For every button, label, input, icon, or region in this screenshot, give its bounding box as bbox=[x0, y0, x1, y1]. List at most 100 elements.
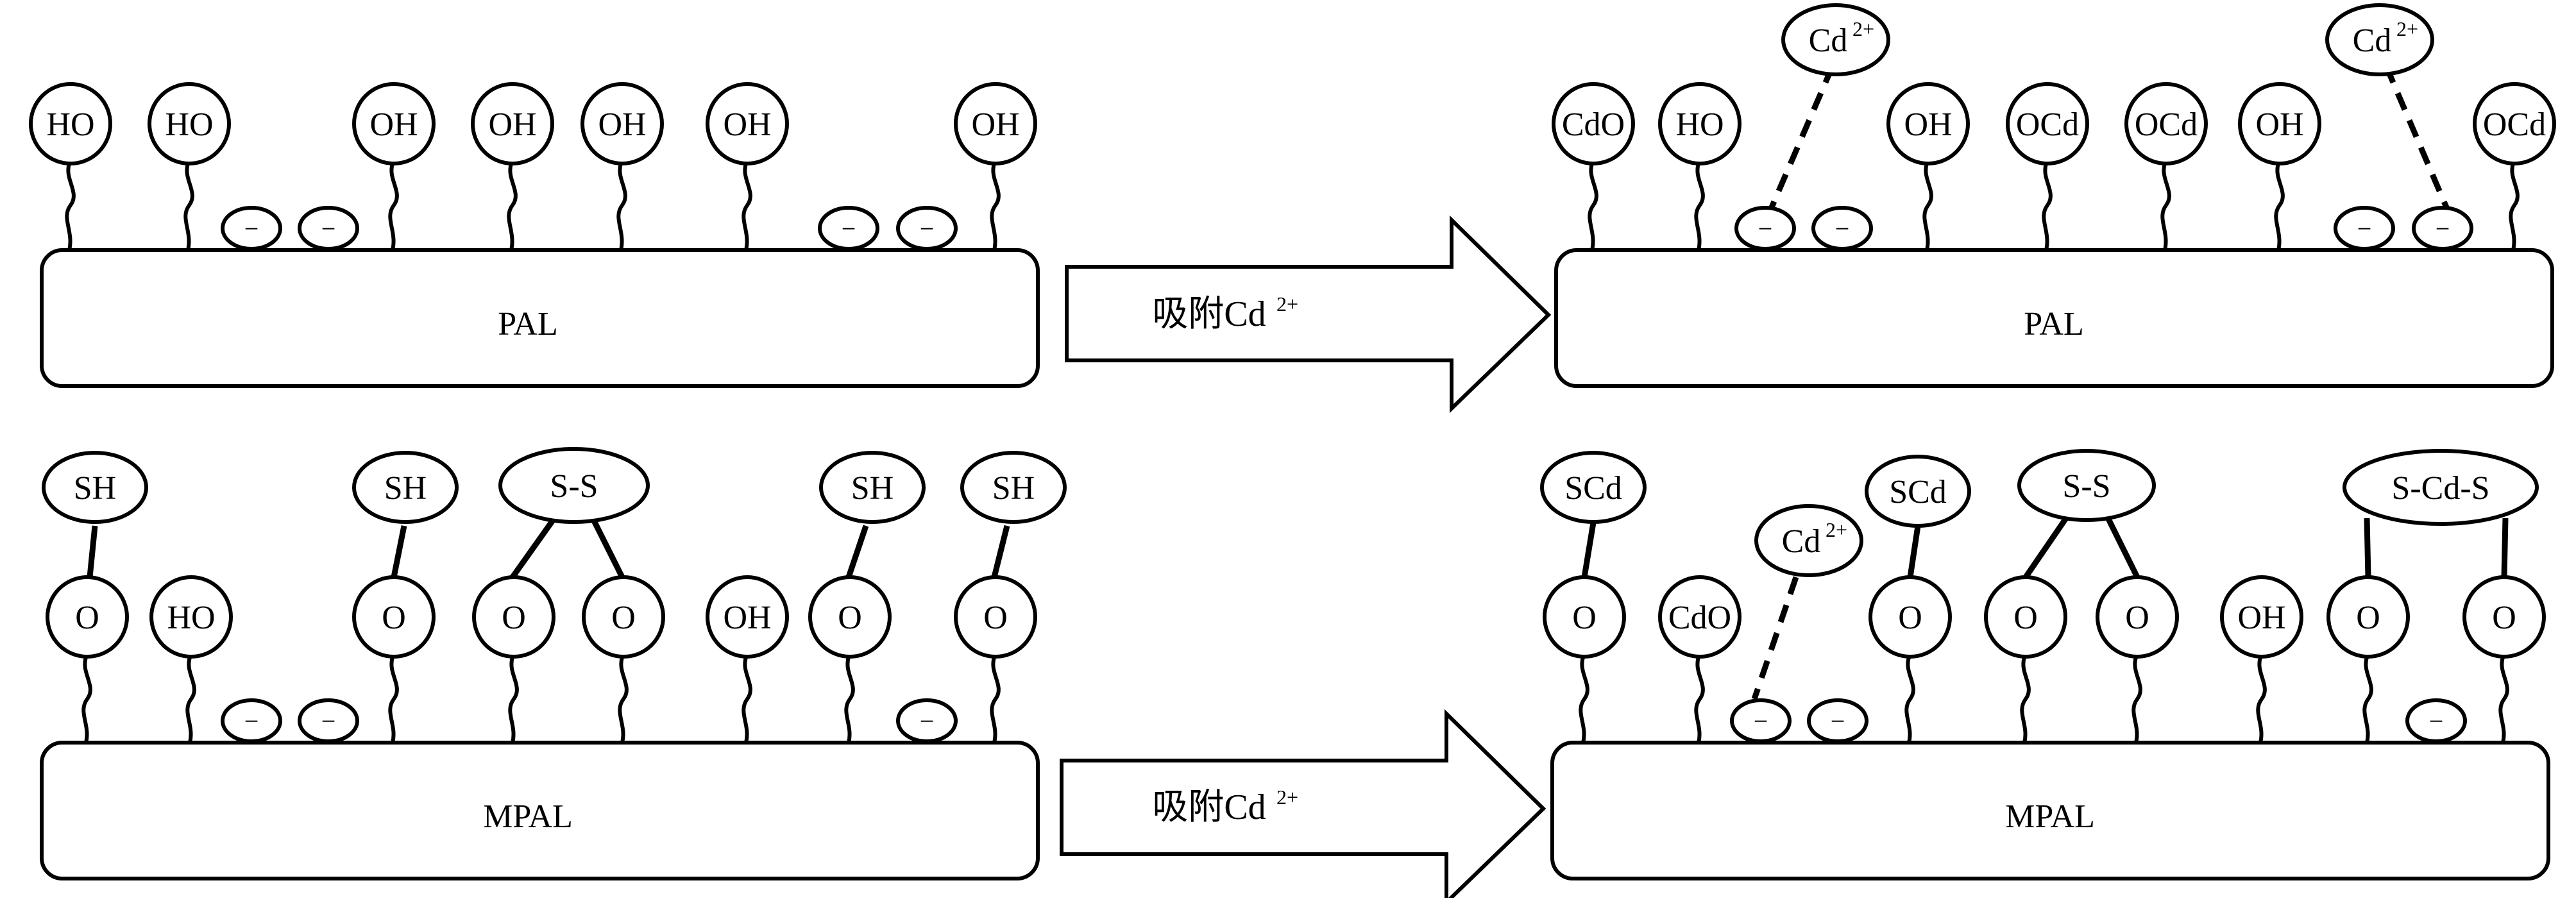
mpal-after-panel bbox=[1540, 449, 2550, 880]
group-circle bbox=[2220, 575, 2303, 659]
stem bbox=[81, 657, 92, 743]
group-label: OH bbox=[1904, 106, 1952, 143]
stem bbox=[183, 163, 194, 251]
cadmium-ion-label: Cd bbox=[2353, 22, 2392, 59]
cadmium-ion bbox=[1754, 504, 1863, 577]
group-label: HO bbox=[165, 106, 213, 143]
minus-sign: − bbox=[2357, 214, 2372, 243]
group-label: SCd bbox=[1564, 470, 1622, 507]
minus-sign: − bbox=[321, 707, 336, 736]
group-circle bbox=[148, 82, 231, 165]
group-circle bbox=[954, 82, 1037, 165]
negative-charge bbox=[1811, 206, 1873, 251]
negative-charge bbox=[896, 206, 958, 251]
group-label: O bbox=[2125, 600, 2149, 636]
group-label: HO bbox=[1675, 106, 1724, 143]
group-label: S-Cd-S bbox=[2391, 470, 2489, 507]
cadmium-ion bbox=[1781, 3, 1890, 76]
group-label: O bbox=[838, 600, 862, 636]
negative-charge bbox=[221, 206, 282, 251]
group-label: OH bbox=[488, 106, 536, 143]
bond bbox=[1581, 522, 1597, 578]
stem bbox=[2020, 657, 2031, 743]
minus-sign: − bbox=[1758, 214, 1773, 243]
stem bbox=[990, 163, 1001, 251]
group-label: OH bbox=[2237, 600, 2285, 636]
mpal-before-panel bbox=[40, 447, 1067, 880]
group-label: OCd bbox=[2016, 106, 2079, 143]
group-label: OH bbox=[723, 600, 771, 636]
minus-sign: − bbox=[2429, 707, 2444, 736]
substrate-name: MPAL bbox=[483, 798, 573, 835]
minus-sign: − bbox=[244, 214, 259, 243]
stem bbox=[2160, 163, 2171, 251]
stem bbox=[65, 163, 76, 251]
bond bbox=[1907, 525, 1921, 578]
group-circle bbox=[46, 575, 129, 659]
bond bbox=[87, 525, 98, 578]
group-label: S-S bbox=[2062, 468, 2110, 505]
cadmium-ion-label: Cd bbox=[1782, 523, 1821, 560]
group-circle bbox=[1543, 575, 1626, 659]
group-label: O bbox=[2013, 600, 2038, 636]
stem bbox=[844, 657, 855, 743]
minus-sign: − bbox=[842, 214, 856, 243]
group-circle bbox=[2124, 82, 2208, 165]
group-label: O bbox=[2492, 600, 2516, 636]
bond bbox=[2364, 518, 2371, 578]
adsorption-arrow-1: 吸附Cd 2+ bbox=[1065, 215, 1552, 414]
stem bbox=[388, 657, 399, 743]
substrate-name: PAL bbox=[2024, 306, 2083, 342]
mpal-after-substrate bbox=[1550, 741, 2550, 880]
group-circle bbox=[1984, 575, 2067, 659]
group-label: O bbox=[983, 600, 1008, 636]
group-circle bbox=[149, 575, 233, 659]
negative-charge bbox=[1807, 698, 1868, 743]
stem bbox=[741, 657, 752, 743]
minus-sign: − bbox=[2436, 214, 2450, 243]
group-label: SH bbox=[851, 470, 894, 507]
group-label: O bbox=[1572, 600, 1597, 636]
stem bbox=[1694, 163, 1705, 251]
cadmium-ion-charge: 2+ bbox=[1826, 518, 1847, 541]
group-label: CdO bbox=[1562, 106, 1625, 143]
group-circle bbox=[580, 82, 664, 165]
minus-sign: − bbox=[1835, 214, 1850, 243]
negative-charge bbox=[1730, 698, 1792, 743]
minus-sign: − bbox=[244, 707, 259, 736]
group-ellipse bbox=[1540, 451, 1647, 524]
group-circle bbox=[2238, 82, 2321, 165]
arrow-shape bbox=[1060, 709, 1546, 901]
stem bbox=[508, 657, 519, 743]
group-circle bbox=[954, 575, 1037, 659]
negative-charge bbox=[2405, 698, 2467, 743]
bond bbox=[391, 525, 407, 578]
group-circle bbox=[352, 82, 436, 165]
group-circle bbox=[1552, 82, 1635, 165]
substrate-name: PAL bbox=[498, 306, 557, 342]
substrate-name: MPAL bbox=[2005, 798, 2095, 835]
group-label: OCd bbox=[2135, 106, 2198, 143]
pal-before-labels: HO HO OH OH OH OH OH − − − − PAL bbox=[46, 106, 1019, 342]
group-label: O bbox=[1898, 600, 1922, 636]
stem bbox=[1922, 163, 1933, 251]
arrow-label: 吸附Cd bbox=[1152, 787, 1266, 827]
bond bbox=[2023, 508, 2074, 579]
group-label: O bbox=[2356, 600, 2380, 636]
group-ellipse bbox=[960, 451, 1067, 524]
mpal-before-substrate bbox=[40, 741, 1040, 880]
group-circle bbox=[352, 575, 436, 659]
stem bbox=[2042, 163, 2053, 251]
mpal-before-labels: SH HO SH S-S OH SH SH O O O O O O − − − … bbox=[74, 468, 1035, 835]
mpal-after-labels: SCd CdO SCd S-S OH S-Cd-S O O O O O O Cd… bbox=[1564, 468, 2516, 835]
pal-after-labels: CdO HO OH OCd OCd OH OCd Cd 2+ Cd 2+ − −… bbox=[1562, 17, 2546, 342]
group-ellipse bbox=[819, 451, 926, 524]
group-circle bbox=[2326, 575, 2410, 659]
negative-charge bbox=[298, 206, 359, 251]
group-label: OH bbox=[598, 106, 646, 143]
dashed-bond bbox=[2383, 65, 2451, 212]
group-circle bbox=[1658, 82, 1741, 165]
stem bbox=[1694, 657, 1705, 743]
group-label: O bbox=[382, 600, 406, 636]
